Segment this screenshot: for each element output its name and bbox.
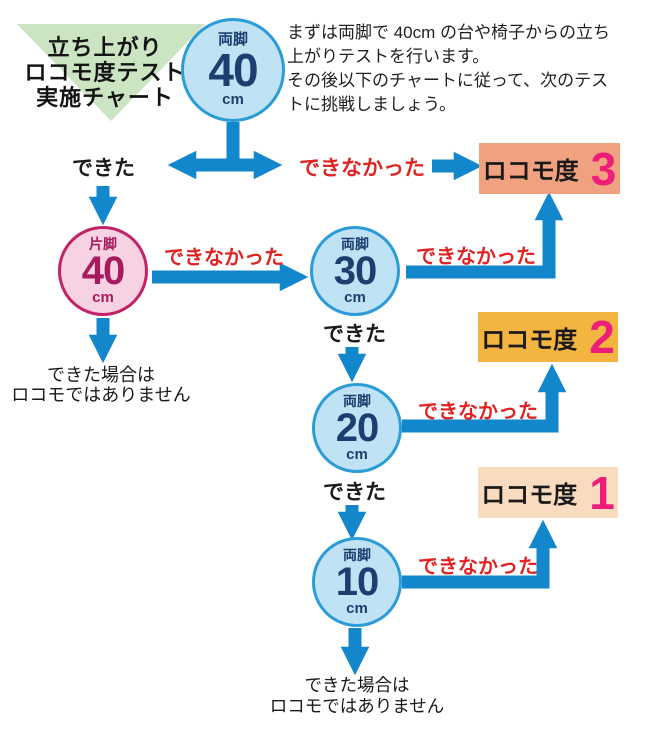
node-both-legs-30cm: 両脚 30 cm bbox=[310, 226, 400, 316]
badge-label: ロコモ度 bbox=[482, 158, 579, 185]
badge-level-number: 2 bbox=[589, 311, 615, 363]
node-legs-label: 片脚 bbox=[89, 236, 117, 252]
result-not-locomo-bottom: できた場合は ロコモではありません bbox=[256, 675, 458, 717]
intro-line1: まずは両脚で 40cm の台や椅子からの立ち bbox=[287, 23, 611, 42]
label-fail-both20: できなかった bbox=[418, 401, 538, 423]
label-fail-both30: できなかった bbox=[416, 246, 536, 268]
node-both-legs-20cm: 両脚 20 cm bbox=[312, 383, 402, 473]
label-pass-both20: できた bbox=[323, 481, 386, 504]
result-line2: ロコモではありません bbox=[269, 696, 445, 716]
badge-locomo-level-3: ロコモ度 3 bbox=[479, 143, 620, 194]
result-line1: できた場合は bbox=[47, 365, 155, 385]
node-height-value: 40 bbox=[81, 249, 125, 293]
intro-line2: 上がりテストを行います。 bbox=[287, 47, 490, 66]
node-legs-label: 両脚 bbox=[341, 236, 369, 252]
node-height-value: 10 bbox=[335, 560, 379, 604]
label-fail-both10: できなかった bbox=[418, 556, 538, 578]
badge-locomo-level-2: ロコモ度 2 bbox=[478, 312, 618, 362]
node-legs-label: 両脚 bbox=[217, 31, 248, 48]
result-line1: できた場合は bbox=[304, 675, 410, 695]
node-single-leg-40cm: 片脚 40 cm bbox=[58, 226, 148, 316]
chart-title-line2: ロコモ度テスト bbox=[24, 60, 186, 85]
node-unit-label: cm bbox=[92, 289, 114, 306]
badge-level-number: 3 bbox=[590, 142, 617, 195]
badge-level-number: 1 bbox=[589, 466, 615, 519]
node-unit-label: cm bbox=[346, 446, 368, 463]
chart-title-line3: 実施チャート bbox=[36, 85, 174, 110]
label-pass-start: できた bbox=[72, 157, 135, 180]
node-unit-label: cm bbox=[222, 91, 244, 108]
node-height-value: 30 bbox=[333, 249, 377, 293]
node-legs-label: 両脚 bbox=[343, 547, 371, 563]
result-line2: ロコモではありません bbox=[11, 385, 191, 405]
intro-line4: トに挑戦しましょう。 bbox=[287, 95, 456, 114]
chart-title-line1: 立ち上がり bbox=[47, 35, 163, 60]
node-unit-label: cm bbox=[346, 600, 368, 617]
intro-line3: その後以下のチャートに従って、次のテス bbox=[287, 71, 609, 90]
node-both-legs-10cm: 両脚 10 cm bbox=[312, 537, 402, 627]
node-unit-label: cm bbox=[344, 289, 366, 306]
badge-label: ロコモ度 bbox=[481, 326, 578, 354]
node-height-value: 40 bbox=[208, 44, 258, 96]
node-height-value: 20 bbox=[335, 406, 379, 450]
label-pass-both30: できた bbox=[323, 323, 386, 346]
node-start-both-legs-40cm: 両脚 40 cm bbox=[181, 18, 285, 122]
intro-text: まずは両脚で 40cm の台や椅子からの立ち 上がりテストを行います。 その後以… bbox=[287, 21, 647, 117]
node-legs-label: 両脚 bbox=[343, 393, 371, 409]
badge-label: ロコモ度 bbox=[481, 482, 578, 509]
chart-title: 立ち上がり ロコモ度テスト 実施チャート bbox=[6, 35, 204, 110]
result-not-locomo-left: できた場合は ロコモではありません bbox=[0, 365, 202, 405]
label-fail-single40: できなかった bbox=[164, 247, 284, 269]
badge-locomo-level-1: ロコモ度 1 bbox=[478, 467, 618, 518]
label-fail-start: できなかった bbox=[299, 157, 425, 180]
